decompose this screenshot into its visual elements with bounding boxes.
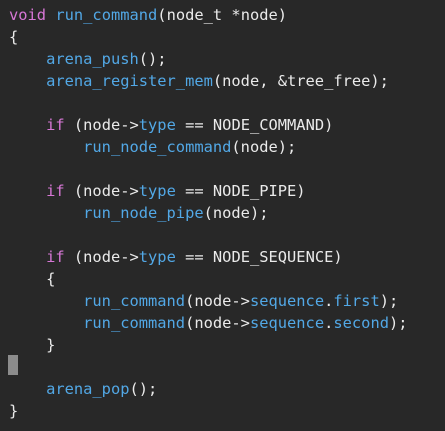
code-token-plain: { xyxy=(9,270,56,288)
code-token-plain: (node-> xyxy=(64,116,139,134)
code-token-plain: (node-> xyxy=(64,248,139,266)
code-token-keyword: if xyxy=(46,116,65,134)
code-token-plain: == NODE_PIPE) xyxy=(175,182,306,200)
code-token-function: run_command xyxy=(55,6,158,24)
code-token-plain: (node_t *node) xyxy=(157,6,288,24)
code-token-plain: (node-> xyxy=(64,182,139,200)
text-cursor xyxy=(8,355,18,375)
code-line[interactable]: } xyxy=(9,400,18,422)
code-token-plain xyxy=(9,380,46,398)
code-token-function: sequence xyxy=(249,314,325,332)
code-token-plain: { xyxy=(9,28,19,46)
code-token-plain xyxy=(9,248,46,266)
code-line[interactable]: arena_register_mem(node, &tree_free); xyxy=(9,70,389,92)
code-token-function: run_command xyxy=(83,314,186,332)
code-token-function: run_node_pipe xyxy=(83,204,204,222)
code-token-function: first xyxy=(333,292,380,310)
code-line[interactable]: { xyxy=(9,26,18,48)
code-line[interactable]: run_node_command(node); xyxy=(9,136,296,158)
code-line[interactable]: if (node->type == NODE_COMMAND) xyxy=(9,114,333,136)
code-line[interactable]: if (node->type == NODE_SEQUENCE) xyxy=(9,246,343,268)
code-token-plain xyxy=(9,204,83,222)
code-token-plain: } xyxy=(9,402,19,420)
code-token-plain: (node); xyxy=(231,138,297,156)
code-token-plain xyxy=(9,116,46,134)
code-token-function: type xyxy=(138,116,176,134)
code-token-keyword: if xyxy=(46,248,65,266)
code-token-plain: (node, &tree_free); xyxy=(212,72,389,90)
code-token-plain xyxy=(9,182,46,200)
code-line[interactable]: if (node->type == NODE_PIPE) xyxy=(9,180,306,202)
code-token-plain: ); xyxy=(388,314,408,332)
code-line[interactable]: { xyxy=(9,268,55,290)
code-token-plain: == NODE_COMMAND) xyxy=(175,116,334,134)
code-token-plain: ); xyxy=(379,292,399,310)
code-token-plain: (node-> xyxy=(185,314,250,332)
code-token-plain xyxy=(46,6,55,24)
code-line[interactable]: void run_command(node_t *node) xyxy=(9,4,287,26)
code-line[interactable]: arena_push(); xyxy=(9,48,167,70)
code-token-plain: } xyxy=(9,336,56,354)
code-token-plain: (node); xyxy=(203,204,269,222)
code-token-plain xyxy=(9,138,83,156)
code-token-plain: . xyxy=(324,314,334,332)
code-token-function: arena_register_mem xyxy=(46,72,213,90)
code-token-function: type xyxy=(138,248,176,266)
code-token-plain: (); xyxy=(129,380,158,398)
code-token-function: run_command xyxy=(83,292,186,310)
code-token-function: run_node_command xyxy=(83,138,232,156)
code-line[interactable]: run_command(node->sequence.second); xyxy=(9,312,408,334)
code-token-function: second xyxy=(333,314,389,332)
code-line[interactable]: run_command(node->sequence.first); xyxy=(9,290,398,312)
code-token-plain: (node-> xyxy=(185,292,250,310)
code-line[interactable]: arena_pop(); xyxy=(9,378,157,400)
code-token-plain xyxy=(9,292,83,310)
code-line[interactable]: } xyxy=(9,334,55,356)
code-token-plain xyxy=(9,50,46,68)
code-token-plain xyxy=(9,314,83,332)
code-token-plain: . xyxy=(324,292,334,310)
code-token-keyword: void xyxy=(9,6,47,24)
code-token-keyword: if xyxy=(46,182,65,200)
code-token-function: arena_push xyxy=(46,50,139,68)
code-token-plain xyxy=(9,72,46,90)
code-token-function: arena_pop xyxy=(46,380,130,398)
code-token-plain: (); xyxy=(138,50,167,68)
code-token-plain: == NODE_SEQUENCE) xyxy=(175,248,343,266)
code-token-function: type xyxy=(138,182,176,200)
code-line[interactable]: run_node_pipe(node); xyxy=(9,202,268,224)
code-token-function: sequence xyxy=(249,292,325,310)
